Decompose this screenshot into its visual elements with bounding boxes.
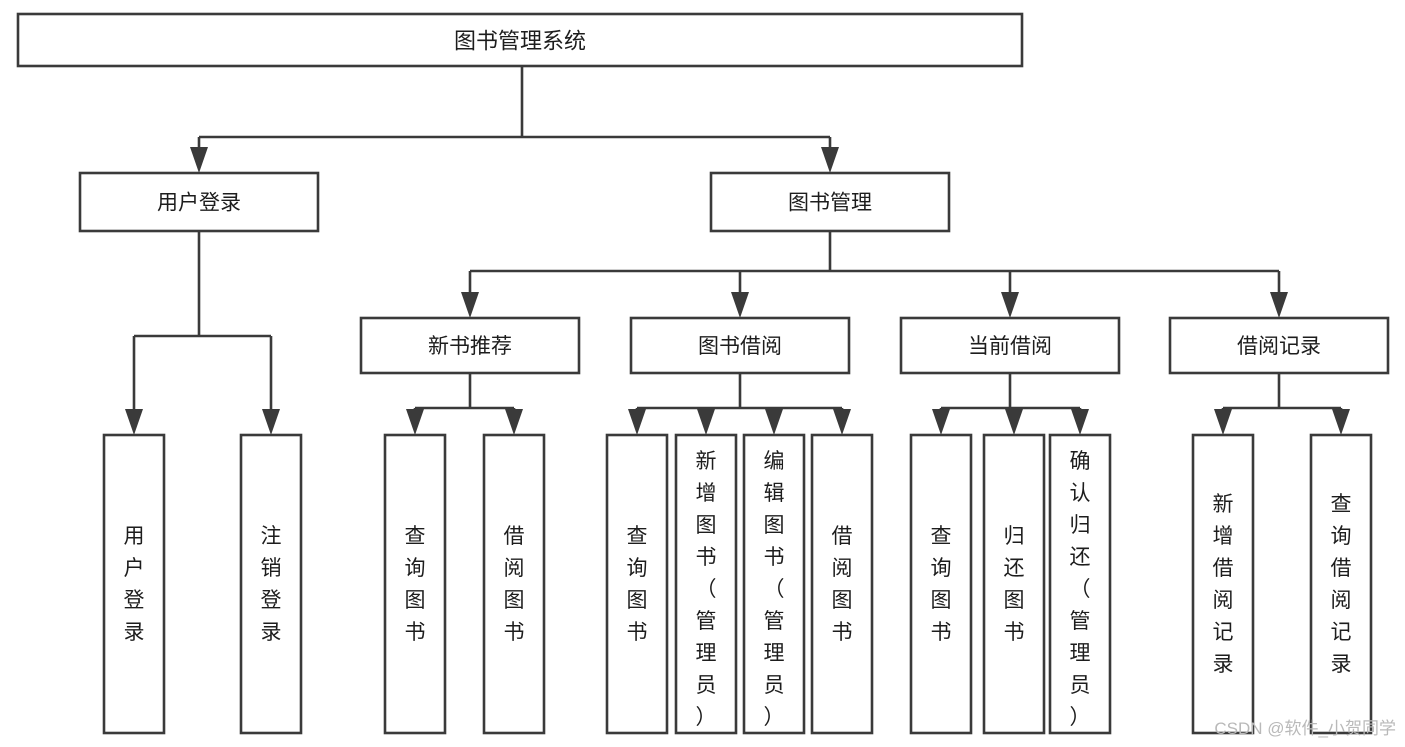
node-box-root — [16, 12, 1024, 68]
node-borrow-add-book[interactable]: 新增图书（管理员） — [674, 433, 738, 735]
node-label-borrow-add-book: 新增图书（管理员） — [696, 450, 717, 729]
arrow-head-icon — [1332, 409, 1350, 435]
csdn-watermark: CSDN @软件_小贺同学 — [1214, 719, 1396, 738]
node-label-cur-confirm-return: 确认归还（管理员） — [1070, 450, 1091, 729]
node-box-book-borrow — [629, 316, 851, 375]
node-box-borrow-borrow-book — [810, 433, 874, 735]
node-label-cur-query-book: 查询图书 — [931, 525, 952, 644]
node-box-user-login-do — [102, 433, 166, 735]
node-label-borrow-query-book: 查询图书 — [627, 525, 648, 644]
node-box-rec-query-record — [1309, 433, 1373, 735]
arrow-head-icon — [697, 409, 715, 435]
node-label-current-borrow: 当前借阅 — [968, 335, 1052, 358]
node-box-borrow-edit-book — [742, 433, 806, 735]
connector-layer — [125, 66, 1350, 435]
arrow-head-icon — [628, 409, 646, 435]
node-box-cur-confirm-return — [1048, 433, 1112, 735]
node-label-rec-query-record: 查询借阅记录 — [1331, 493, 1352, 676]
node-root[interactable]: 图书管理系统 — [16, 12, 1024, 68]
connector-new-book-rec-trunk — [406, 373, 523, 435]
node-borrow-record[interactable]: 借阅记录 — [1168, 316, 1390, 375]
node-box-borrow-query-book — [605, 433, 669, 735]
node-book-borrow[interactable]: 图书借阅 — [629, 316, 851, 375]
node-rec-add-record[interactable]: 新增借阅记录 — [1191, 433, 1255, 735]
node-label-cur-return-book: 归还图书 — [1004, 525, 1025, 644]
node-cur-query-book[interactable]: 查询图书 — [909, 433, 973, 735]
node-label-borrow-edit-book: 编辑图书（管理员） — [764, 450, 785, 729]
node-user-login-do[interactable]: 用户登录 — [102, 433, 166, 735]
node-user-logout[interactable]: 注销登录 — [239, 433, 303, 735]
node-label-book-borrow: 图书借阅 — [698, 335, 782, 358]
arrow-head-icon — [505, 409, 523, 435]
arrow-head-icon — [1001, 292, 1019, 318]
connector-user-login-trunk — [125, 231, 280, 435]
node-label-new-book-rec: 新书推荐 — [428, 335, 512, 358]
node-box-borrow-record — [1168, 316, 1390, 375]
arrow-head-icon — [821, 147, 839, 173]
node-box-cur-query-book — [909, 433, 973, 735]
node-rec-query-book[interactable]: 查询图书 — [383, 433, 447, 735]
arrow-head-icon — [731, 292, 749, 318]
node-box-rec-borrow-book — [482, 433, 546, 735]
arrow-head-icon — [1270, 292, 1288, 318]
node-box-new-book-rec — [359, 316, 581, 375]
arrow-head-icon — [406, 409, 424, 435]
node-cur-confirm-return[interactable]: 确认归还（管理员） — [1048, 433, 1112, 735]
node-box-cur-return-book — [982, 433, 1046, 735]
connector-book-borrow-trunk — [628, 373, 851, 435]
node-borrow-edit-book[interactable]: 编辑图书（管理员） — [742, 433, 806, 735]
node-box-current-borrow — [899, 316, 1121, 375]
connector-current-borrow-trunk — [932, 373, 1089, 435]
arrow-head-icon — [1071, 409, 1089, 435]
node-book-manage[interactable]: 图书管理 — [709, 171, 951, 233]
arrow-head-icon — [190, 147, 208, 173]
node-box-rec-add-record — [1191, 433, 1255, 735]
node-label-user-login-do: 用户登录 — [124, 525, 145, 644]
node-current-borrow[interactable]: 当前借阅 — [899, 316, 1121, 375]
node-box-user-logout — [239, 433, 303, 735]
node-layer: 图书管理系统用户登录用户登录注销登录图书管理新书推荐查询图书借阅图书图书借阅查询… — [16, 12, 1390, 735]
arrow-head-icon — [932, 409, 950, 435]
connector-borrow-record-trunk — [1214, 373, 1350, 435]
node-label-borrow-record: 借阅记录 — [1237, 335, 1321, 358]
node-cur-return-book[interactable]: 归还图书 — [982, 433, 1046, 735]
node-label-root: 图书管理系统 — [454, 29, 586, 54]
node-label-user-logout: 注销登录 — [261, 525, 282, 644]
node-label-book-manage: 图书管理 — [788, 192, 872, 215]
arrow-head-icon — [461, 292, 479, 318]
arrow-head-icon — [125, 409, 143, 435]
node-box-book-manage — [709, 171, 951, 233]
node-label-rec-add-record: 新增借阅记录 — [1213, 493, 1234, 676]
node-user-login[interactable]: 用户登录 — [78, 171, 320, 233]
arrow-head-icon — [765, 409, 783, 435]
node-new-book-rec[interactable]: 新书推荐 — [359, 316, 581, 375]
node-label-user-login: 用户登录 — [157, 192, 241, 215]
node-rec-borrow-book[interactable]: 借阅图书 — [482, 433, 546, 735]
node-label-borrow-borrow-book: 借阅图书 — [832, 525, 853, 644]
node-box-user-login — [78, 171, 320, 233]
arrow-head-icon — [1005, 409, 1023, 435]
connector-root-trunk — [190, 66, 839, 173]
node-label-rec-borrow-book: 借阅图书 — [504, 525, 525, 644]
watermark-layer: CSDN @软件_小贺同学 — [1214, 719, 1396, 738]
node-box-rec-query-book — [383, 433, 447, 735]
node-label-rec-query-book: 查询图书 — [405, 525, 426, 644]
arrow-head-icon — [833, 409, 851, 435]
connector-book-manage-trunk — [461, 231, 1288, 318]
node-rec-query-record[interactable]: 查询借阅记录 — [1309, 433, 1373, 735]
node-borrow-borrow-book[interactable]: 借阅图书 — [810, 433, 874, 735]
node-box-borrow-add-book — [674, 433, 738, 735]
arrow-head-icon — [1214, 409, 1232, 435]
node-borrow-query-book[interactable]: 查询图书 — [605, 433, 669, 735]
arrow-head-icon — [262, 409, 280, 435]
